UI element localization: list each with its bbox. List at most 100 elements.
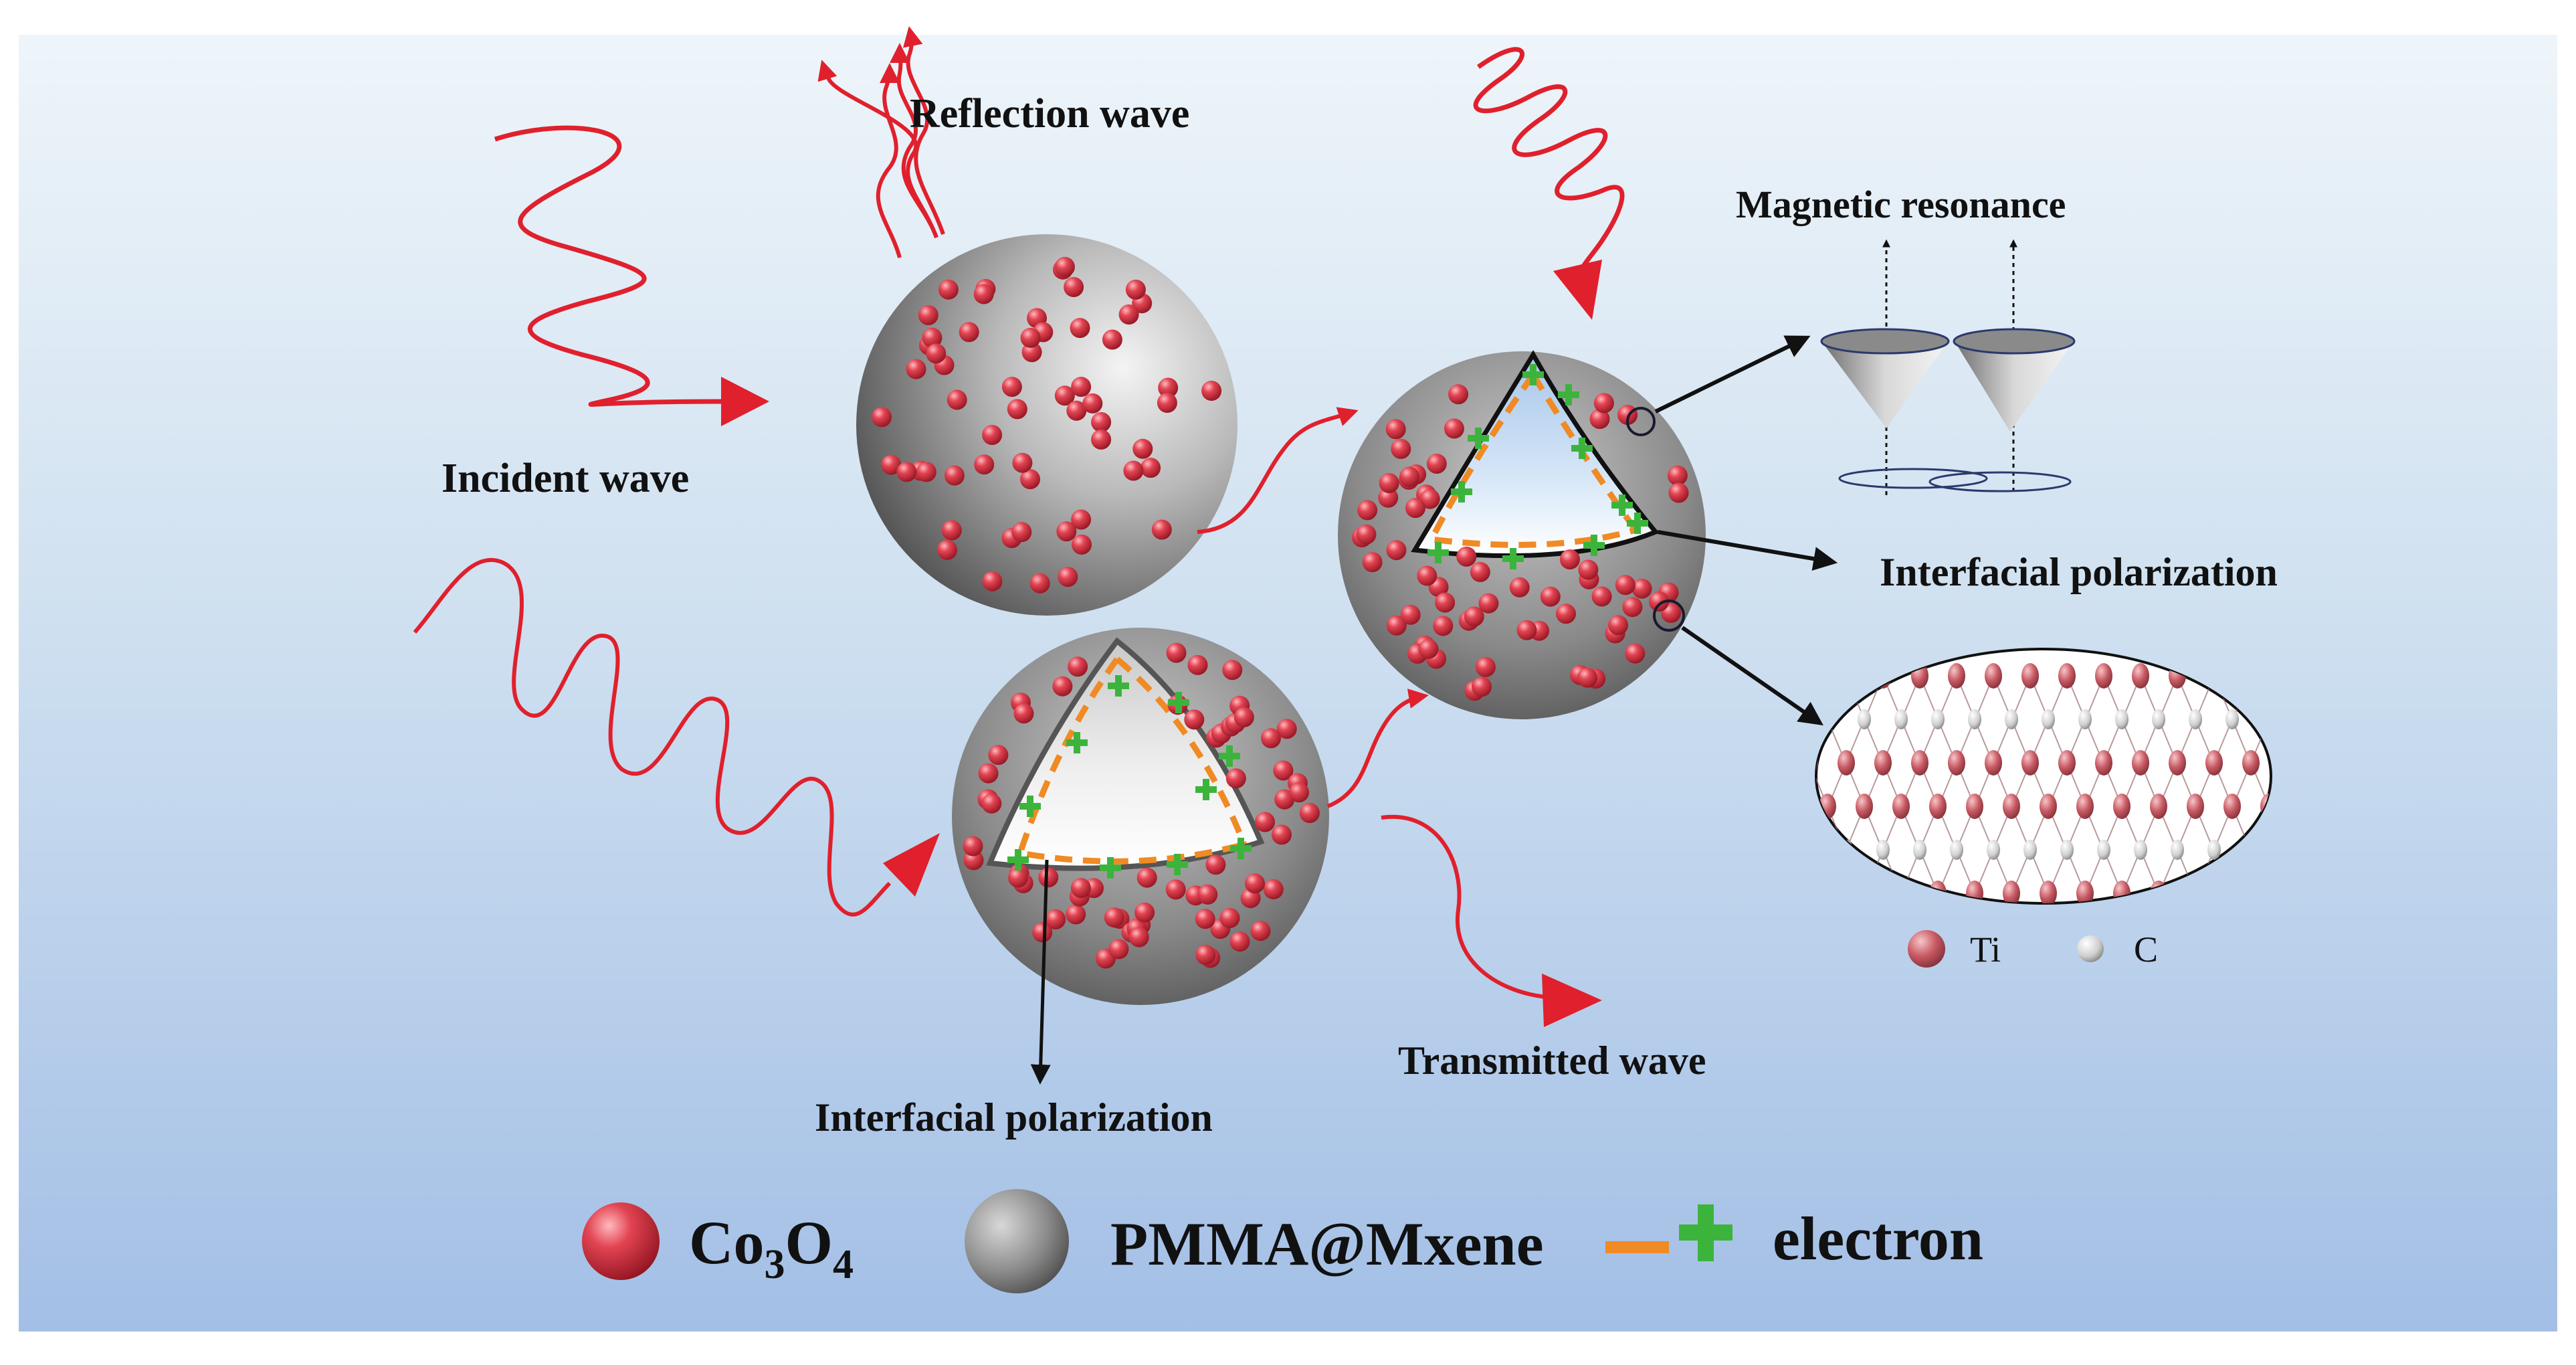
- reflection-wave-label: Reflection wave: [910, 91, 1189, 136]
- particle: [1118, 304, 1139, 325]
- particle: [1157, 393, 1177, 413]
- ti-atom: [1966, 794, 1983, 819]
- plus-sign: [1571, 438, 1593, 459]
- particle: [1426, 454, 1447, 474]
- plus-sign: [1219, 745, 1240, 767]
- particle: [1470, 561, 1490, 582]
- particle: [1195, 945, 1216, 965]
- interfacial-polarization-bottom-label: Interfacial polarization: [815, 1095, 1213, 1140]
- plus-sign: [1168, 692, 1189, 713]
- particle: [974, 454, 995, 475]
- plus-sign: [1066, 732, 1088, 753]
- particle: [959, 322, 979, 343]
- particle: [916, 462, 936, 482]
- particle: [1379, 473, 1399, 493]
- c-atom: [2189, 709, 2202, 729]
- particle: [1378, 487, 1399, 508]
- particle: [1151, 519, 1172, 540]
- wave-between-spheres: [1197, 407, 1359, 534]
- particle: [1356, 524, 1377, 545]
- particle: [1649, 592, 1670, 612]
- plus-sign: [1502, 548, 1524, 569]
- absorbing-sphere-lower: [952, 628, 1329, 1005]
- particle: [1417, 565, 1438, 586]
- particle: [937, 539, 957, 560]
- ti-atom: [2169, 750, 2186, 776]
- ti-atom: [1892, 794, 1910, 819]
- particle: [1608, 615, 1629, 636]
- particle: [1052, 676, 1073, 697]
- particle: [1123, 460, 1144, 481]
- co3o4-legend-label: Co3O4: [689, 1208, 854, 1287]
- particle: [1141, 458, 1161, 478]
- particle: [1273, 760, 1294, 781]
- ti-atom: [2040, 881, 2057, 903]
- particle: [1589, 409, 1610, 430]
- particle: [1250, 921, 1271, 941]
- particle: [981, 793, 1002, 814]
- particle: [1187, 654, 1208, 675]
- particle: [1516, 620, 1537, 640]
- particle: [1205, 854, 1226, 875]
- particle: [1071, 509, 1092, 530]
- c-label: C: [2134, 929, 2158, 970]
- particle: [1448, 384, 1469, 405]
- particle: [1444, 418, 1464, 439]
- particle: [1020, 469, 1040, 490]
- particle: [1013, 703, 1034, 724]
- co3o4-particles-sphere1: [872, 256, 1222, 594]
- c-atom: [2152, 709, 2165, 729]
- c-atom: [2134, 840, 2147, 860]
- particle: [1020, 327, 1041, 348]
- c-atom: [2060, 840, 2074, 860]
- particle: [1056, 521, 1077, 542]
- particle: [988, 745, 1009, 765]
- magnetic-resonance-label: Magnetic resonance: [1736, 183, 2066, 226]
- particle: [896, 462, 917, 482]
- plus-sign: [1007, 849, 1029, 871]
- particle: [922, 327, 943, 348]
- particle: [982, 571, 1003, 592]
- particle: [1299, 803, 1320, 823]
- ti-atom: [2021, 750, 2039, 776]
- c-atom: [2097, 840, 2110, 860]
- plus-sign: [1100, 857, 1121, 879]
- particle: [1071, 377, 1092, 397]
- ti-atom-icon: [1908, 930, 1945, 968]
- c-atom-icon: [2077, 935, 2104, 962]
- absorbing-sphere-right: [1338, 350, 1706, 719]
- particle: [1029, 573, 1050, 594]
- transmitted-wave-label: Transmitted wave: [1398, 1038, 1706, 1083]
- particle: [1195, 909, 1215, 929]
- c-atom: [1950, 840, 1963, 860]
- magnetic-resonance-illustration: [1626, 239, 2076, 495]
- particle: [1012, 452, 1033, 473]
- particle: [1399, 466, 1420, 487]
- particle: [1261, 728, 1281, 749]
- particle: [1593, 393, 1614, 414]
- ti-atom: [1929, 794, 1947, 819]
- particle: [1054, 385, 1075, 406]
- particle: [982, 425, 1003, 445]
- ti-atom: [2076, 881, 2094, 903]
- incident-wave-lower: [413, 558, 940, 917]
- particle: [1464, 606, 1484, 627]
- plus-sign: [1468, 428, 1489, 449]
- ti-atom: [1874, 750, 1892, 776]
- particle: [1201, 381, 1222, 401]
- particle: [973, 284, 994, 304]
- interfacial-pointer-right: [1657, 530, 1838, 571]
- particle: [918, 305, 938, 325]
- particle: [1556, 604, 1576, 624]
- particle: [1104, 907, 1124, 928]
- spin-cone-left: [1820, 239, 1988, 495]
- particle: [1668, 482, 1689, 503]
- ti-atom: [2021, 663, 2039, 689]
- particle: [1622, 597, 1643, 618]
- particle: [1068, 656, 1088, 677]
- co3o4-particles-sphere3: [963, 642, 1320, 969]
- particle: [1577, 667, 1598, 688]
- ti-atom: [2076, 794, 2094, 819]
- particle: [872, 407, 892, 428]
- particle: [1667, 465, 1688, 486]
